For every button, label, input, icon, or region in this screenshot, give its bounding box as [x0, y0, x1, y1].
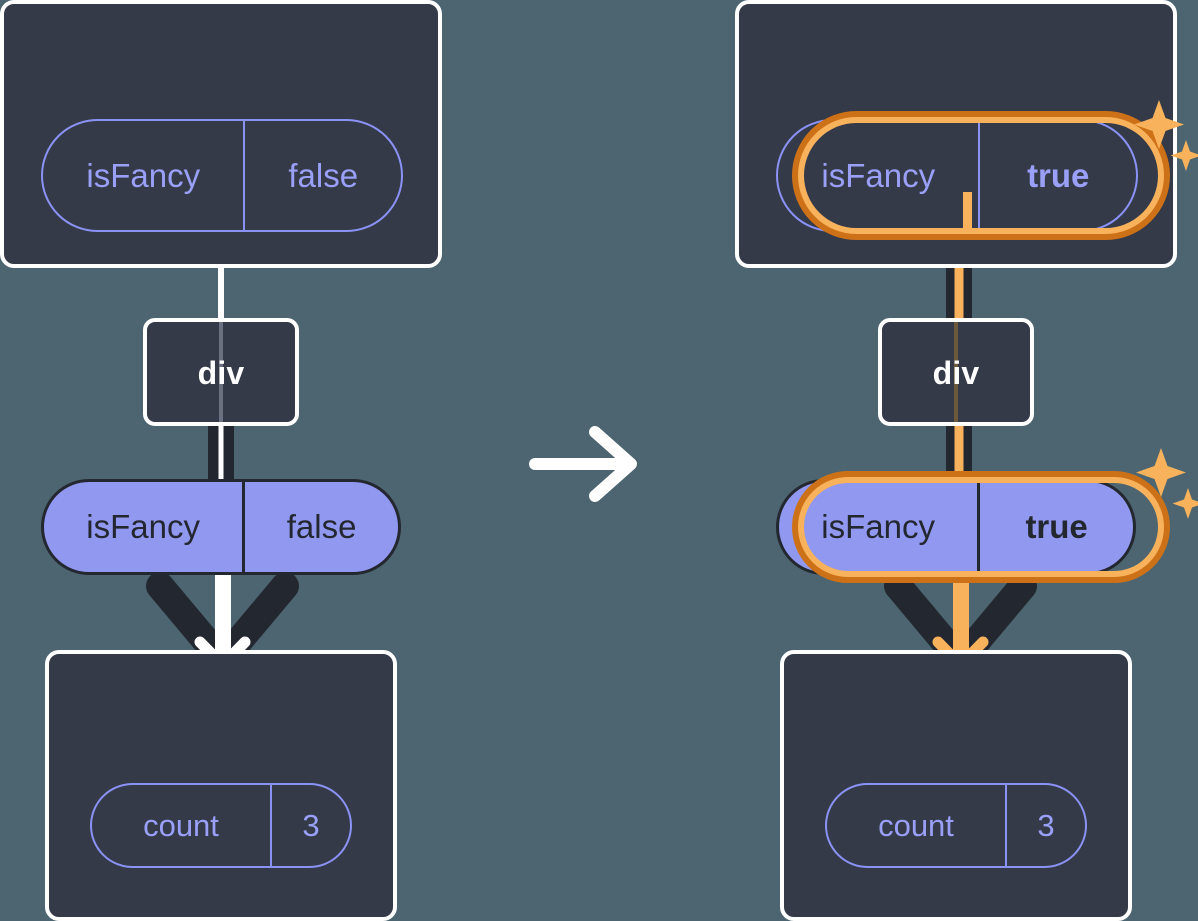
app-state-key-after: isFancy: [821, 156, 936, 194]
counter-state-value-after: 3: [1005, 785, 1085, 866]
counter-state-key-after: count: [878, 807, 954, 843]
after-panel: App isFancy true div isFa: [735, 0, 1198, 921]
dom-state-key: isFancy: [86, 508, 200, 545]
counter-state-pill-after[interactable]: count 3: [825, 783, 1087, 868]
div-title-after: div: [932, 355, 980, 391]
app-state-pill-after[interactable]: isFancy true: [776, 119, 1138, 232]
div-internal-line-after: [954, 322, 958, 422]
div-internal-line: [219, 322, 223, 422]
app-state-key: isFancy: [86, 156, 201, 194]
div-title: div: [197, 355, 245, 391]
connector-inner-line-after: [954, 230, 964, 324]
counter-state-value: 3: [270, 785, 350, 866]
transition-arrow-right-icon: [527, 424, 657, 504]
app-state-value-after: true: [978, 121, 1136, 230]
dom-state-key-after: isFancy: [821, 508, 935, 545]
counter-state-pill[interactable]: count 3: [90, 783, 352, 868]
dom-state-value: false: [242, 482, 398, 572]
dom-state-pill-after[interactable]: isFancy true: [776, 479, 1136, 575]
dom-state-pill[interactable]: isFancy false: [41, 479, 401, 575]
app-state-pill[interactable]: isFancy false: [41, 119, 403, 232]
dom-state-value-after: true: [977, 482, 1133, 572]
app-state-value: false: [243, 121, 401, 230]
before-panel: App isFancy false div isFancy false: [0, 0, 463, 921]
connector-app-to-div: [218, 262, 224, 324]
connector-inner-line-mid: [954, 420, 964, 490]
connector-inner-line: [218, 420, 224, 490]
counter-state-key: count: [143, 807, 219, 843]
connector-app-highlight-segment: [963, 192, 972, 230]
sparkles-icon-dom: [1131, 444, 1198, 536]
